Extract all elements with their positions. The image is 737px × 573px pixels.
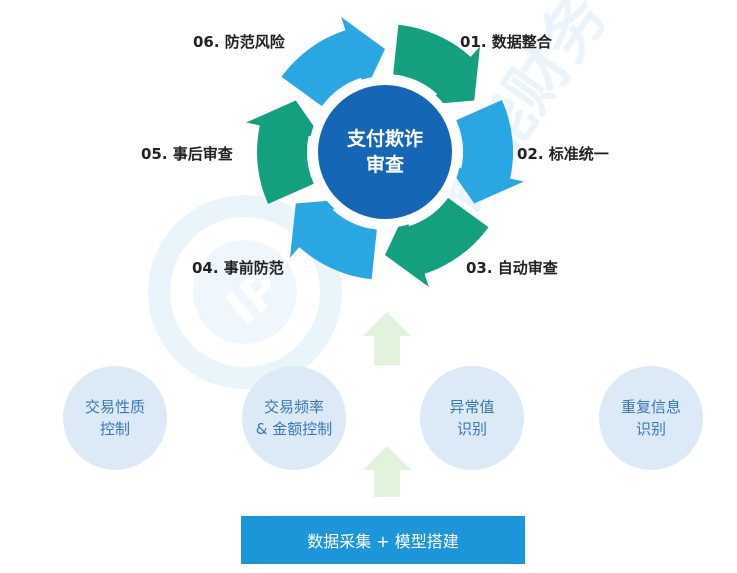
center-title: 支付欺诈 审查 (325, 126, 445, 178)
data-collection-box: 数据采集 + 模型搭建 (241, 516, 525, 564)
center-title-line2: 审查 (365, 154, 404, 176)
feature-circle-line1: 交易性质 (84, 398, 145, 416)
cycle-arrow-04 (289, 199, 377, 280)
cycle-ring (246, 16, 524, 288)
center-title-line1: 支付欺诈 (346, 128, 423, 150)
step-label-03: 03. 自动审查 (466, 259, 558, 277)
feature-circle-line1: 交易频率 (263, 398, 324, 416)
step-label-04: 04. 事前防范 (192, 259, 284, 277)
feature-circle-line2: 控制 (99, 420, 130, 438)
feature-circle-outlier: 异常值 识别 (420, 366, 524, 470)
feature-circle-duplicate: 重复信息 识别 (599, 366, 703, 470)
up-arrow-upper (363, 312, 411, 365)
cycle-arrow-05 (246, 100, 323, 205)
step-label-02: 02. 标准统一 (517, 145, 609, 163)
step-label-01: 01. 数据整合 (460, 33, 552, 51)
feature-circle-transaction-nature: 交易性质 控制 (63, 366, 167, 470)
feature-circle-line2: & 金额控制 (255, 420, 333, 438)
feature-circle-line1: 重复信息 (620, 398, 681, 416)
up-arrow-lower (363, 446, 411, 497)
cycle-arrow-01 (393, 24, 481, 105)
feature-circle-line2: 识别 (635, 420, 666, 438)
feature-circle-line2: 识别 (456, 420, 487, 438)
cycle-arrow-02 (447, 99, 524, 204)
cycle-arrow-06 (281, 16, 385, 107)
step-label-05: 05. 事后审查 (141, 145, 233, 163)
feature-circle-line1: 异常值 (449, 398, 495, 416)
step-label-06: 06. 防范风险 (193, 33, 285, 51)
cycle-arrow-03 (385, 197, 489, 288)
center-disc (318, 85, 452, 219)
feature-circle-frequency-amount: 交易频率 & 金额控制 (242, 366, 346, 470)
